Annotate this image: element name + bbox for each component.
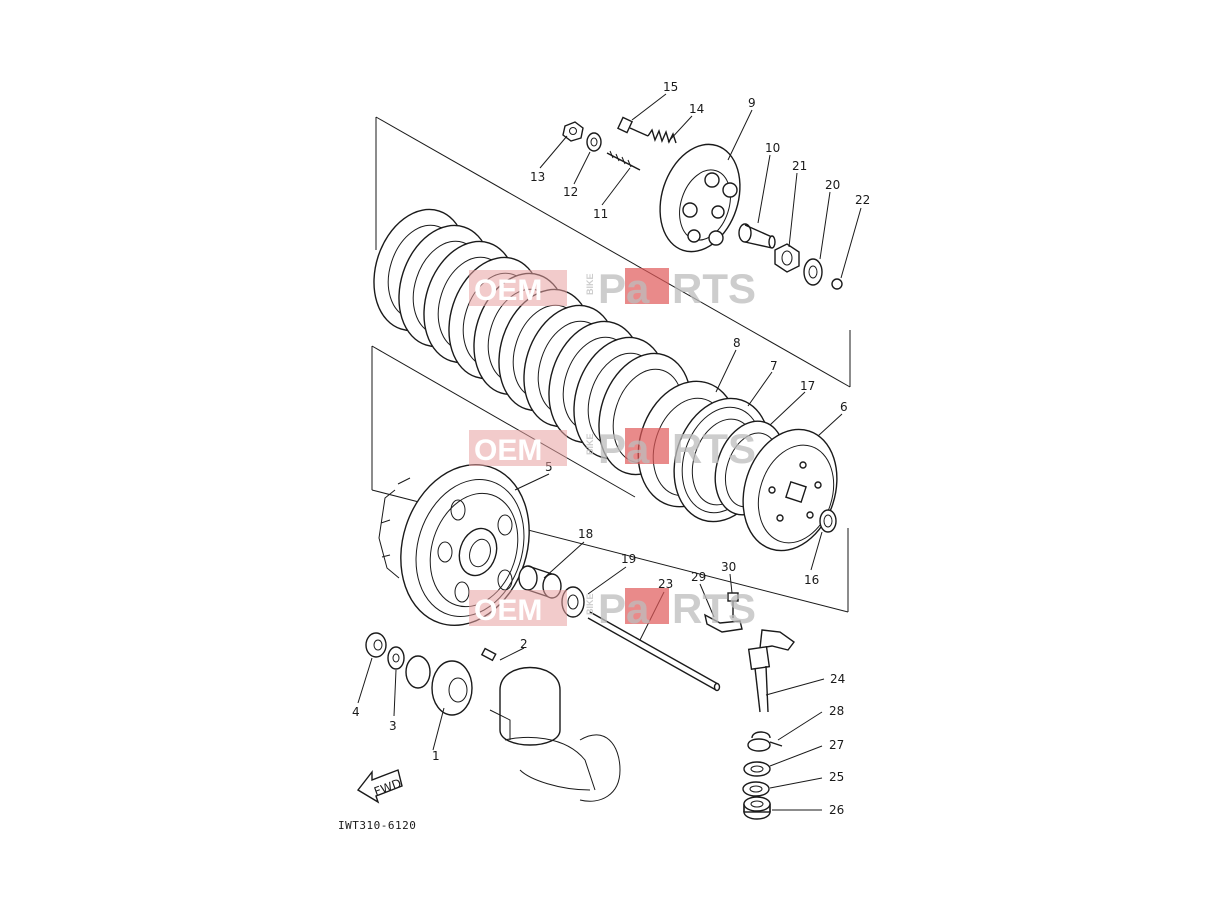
watermark-oem: OEM bbox=[474, 594, 542, 627]
callout-21: 21 bbox=[792, 159, 807, 173]
watermark-bottom: OEM BIKE Pa RTS bbox=[469, 585, 756, 632]
watermark-top: OEM BIKE Pa RTS bbox=[469, 265, 756, 312]
primary-drive-gear-1 bbox=[405, 655, 473, 716]
callout-11: 11 bbox=[593, 207, 608, 221]
bearing-26 bbox=[743, 796, 771, 820]
key-2 bbox=[480, 647, 497, 662]
crankshaft bbox=[489, 666, 621, 802]
callout-6: 6 bbox=[840, 400, 848, 414]
watermark-rts: RTS bbox=[672, 425, 756, 472]
callout-22: 22 bbox=[855, 193, 870, 207]
watermark-bike: BIKE bbox=[585, 593, 595, 615]
callout-24: 24 bbox=[830, 672, 845, 686]
pressure-plate bbox=[659, 143, 741, 253]
oil-seal-27 bbox=[743, 761, 771, 777]
washer-3 bbox=[387, 646, 405, 670]
watermark-oem: OEM bbox=[474, 434, 542, 467]
callout-12: 12 bbox=[563, 185, 578, 199]
bolt-15 bbox=[617, 116, 649, 137]
callout-17: 17 bbox=[800, 379, 815, 393]
callout-14: 14 bbox=[689, 102, 704, 116]
nut-4 bbox=[365, 632, 387, 658]
washer-25 bbox=[742, 781, 770, 797]
plate-29 bbox=[703, 613, 743, 633]
callout-25: 25 bbox=[829, 770, 844, 784]
callout-16: 16 bbox=[804, 573, 819, 587]
callout-2: 2 bbox=[520, 637, 528, 651]
washer-16 bbox=[819, 509, 837, 533]
callout-10: 10 bbox=[765, 141, 780, 155]
callout-29: 29 bbox=[691, 570, 706, 584]
watermark-oem: OEM bbox=[474, 274, 542, 307]
nut-21 bbox=[774, 243, 800, 273]
nut-13 bbox=[562, 121, 584, 142]
callout-20: 20 bbox=[825, 178, 840, 192]
callout-9: 9 bbox=[748, 96, 756, 110]
callouts: 1 2 3 4 5 6 7 8 9 10 11 12 13 14 15 16 1… bbox=[352, 80, 870, 817]
washer-12 bbox=[586, 132, 602, 152]
callout-8: 8 bbox=[733, 336, 741, 350]
callout-30: 30 bbox=[721, 560, 736, 574]
callout-23: 23 bbox=[658, 577, 673, 591]
push-rod-23 bbox=[587, 611, 721, 692]
watermark-bike: BIKE bbox=[585, 433, 595, 455]
washer-20 bbox=[803, 258, 823, 286]
watermark-pa: Pa bbox=[598, 265, 650, 312]
watermark-pa: Pa bbox=[598, 425, 650, 472]
spring-28 bbox=[747, 731, 783, 752]
push-lever-24 bbox=[747, 629, 795, 713]
callout-26: 26 bbox=[829, 803, 844, 817]
fwd-arrow-icon: FWD bbox=[356, 769, 403, 804]
watermark-bike: BIKE bbox=[585, 273, 595, 295]
callout-4: 4 bbox=[352, 705, 360, 719]
callout-19: 19 bbox=[621, 552, 636, 566]
spring-14 bbox=[647, 128, 677, 144]
leader-lines bbox=[357, 93, 862, 811]
watermark-rts: RTS bbox=[672, 265, 756, 312]
callout-3: 3 bbox=[389, 719, 397, 733]
callout-1: 1 bbox=[432, 749, 440, 763]
watermark-middle: OEM BIKE Pa RTS bbox=[469, 425, 756, 472]
callout-7: 7 bbox=[770, 359, 778, 373]
screw-30 bbox=[727, 592, 739, 618]
callout-13: 13 bbox=[530, 170, 545, 184]
clutch-boss-6 bbox=[742, 428, 838, 552]
drawing-code: IWT310-6120 bbox=[338, 819, 416, 832]
watermark-rts: RTS bbox=[672, 585, 756, 632]
watermark-pa: Pa bbox=[598, 585, 650, 632]
callout-5: 5 bbox=[545, 460, 553, 474]
callout-15: 15 bbox=[663, 80, 678, 94]
callout-28: 28 bbox=[829, 704, 844, 718]
clutch-housing-5 bbox=[378, 463, 530, 627]
rod-10 bbox=[738, 223, 776, 249]
ball-22 bbox=[831, 278, 843, 290]
callout-18: 18 bbox=[578, 527, 593, 541]
stud-11 bbox=[606, 150, 641, 171]
callout-27: 27 bbox=[829, 738, 844, 752]
